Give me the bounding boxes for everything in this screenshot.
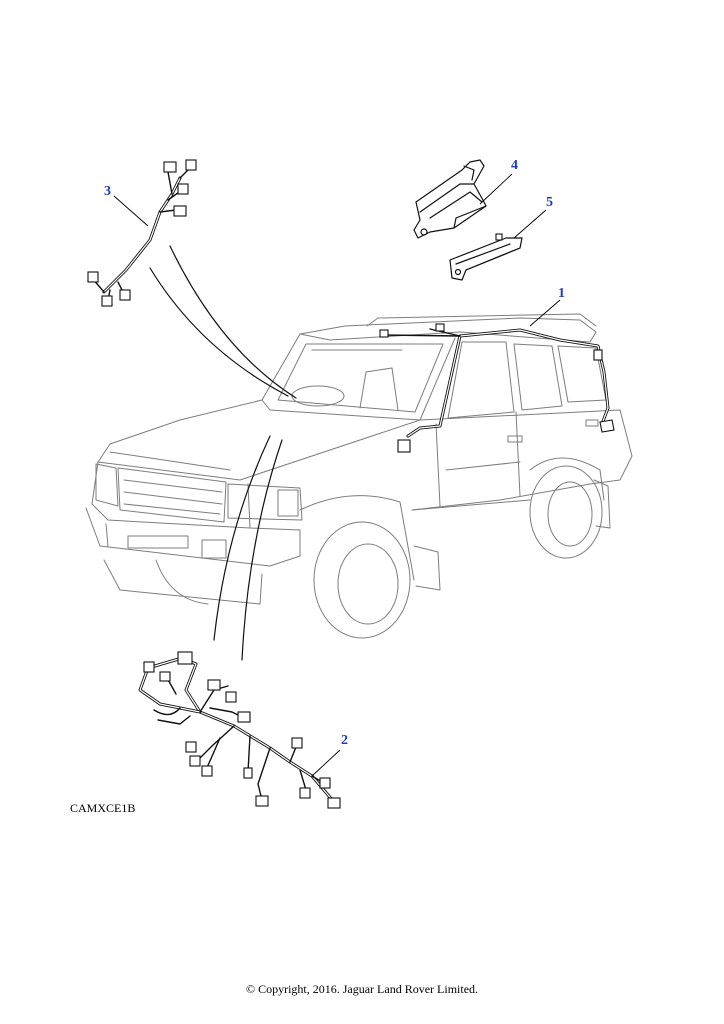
main-harness-2 [138, 651, 341, 809]
connector-icon [237, 711, 251, 723]
bracket-5 [449, 209, 547, 281]
roof-harness-1 [379, 299, 615, 453]
connector-icon [599, 419, 615, 433]
callout-3: 3 [104, 184, 111, 199]
connector-icon [119, 289, 131, 301]
connector-icon [495, 233, 503, 241]
location-lines [149, 245, 297, 661]
connector-icon [159, 671, 171, 682]
connector-icon [173, 205, 187, 217]
copyright-notice: © Copyright, 2016. Jaguar Land Rover Lim… [245, 982, 479, 996]
connector-icon [87, 271, 99, 283]
connector-icon [143, 661, 155, 673]
vehicle-outline [85, 313, 633, 639]
connector-icon [225, 691, 237, 703]
connector-icon [397, 439, 411, 453]
connector-icon [243, 767, 253, 779]
connector-icon [207, 679, 221, 691]
connector-icon [327, 797, 341, 809]
connector-icon [379, 329, 389, 338]
harness-3 [87, 159, 197, 307]
connector-icon [593, 349, 603, 361]
connector-icon [299, 787, 311, 799]
connector-icon [185, 741, 197, 753]
callout-5: 5 [546, 195, 553, 210]
figure-code: CAMXCE1B [70, 801, 136, 815]
connector-icon [435, 323, 445, 332]
connector-icon [255, 795, 269, 807]
connector-icon [189, 755, 201, 767]
callout-4: 4 [511, 158, 518, 173]
connector-icon [101, 295, 113, 307]
connector-icon [185, 159, 197, 171]
connector-icon [291, 737, 303, 749]
connector-icon [201, 765, 213, 777]
bracket-4 [413, 159, 513, 239]
connector-icon [319, 777, 331, 789]
connector-icon [163, 161, 177, 173]
callout-2: 2 [341, 733, 348, 748]
connector-icon [177, 183, 189, 195]
connector-icon [177, 651, 193, 665]
callout-1: 1 [558, 286, 565, 301]
